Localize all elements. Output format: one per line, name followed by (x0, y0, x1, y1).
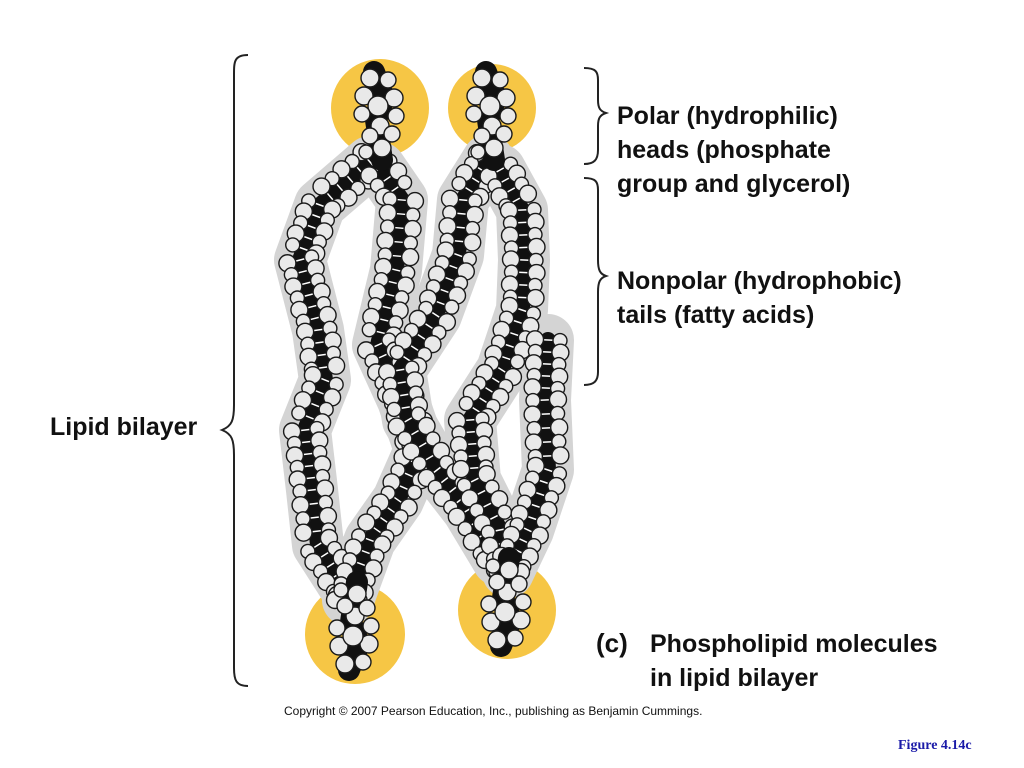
lipid-bilayer-text: Lipid bilayer (50, 413, 198, 441)
caption-line-2: in lipid bilayer (650, 664, 819, 692)
lipid-bilayer-brace (219, 54, 249, 687)
fatty-acid-tail-3 (377, 143, 518, 570)
fatty-acid-tail-4 (447, 156, 546, 580)
nonpolar-tails-line-2: tails (fatty acids) (617, 301, 815, 329)
figure-number: Figure 4.14c (898, 738, 972, 753)
head-atoms-3 (328, 571, 380, 681)
polar-heads-line-3: group and glycerol) (617, 170, 851, 198)
nonpolar-tails-label: Nonpolar (hydrophobic) tails (fatty acid… (617, 264, 902, 332)
caption-line-1: Phospholipid molecules (650, 630, 938, 658)
copyright-notice: Copyright © 2007 Pearson Education, Inc.… (284, 704, 703, 718)
figure-caption: (c) Phospholipid molecules in lipid bilay… (596, 626, 938, 695)
nonpolar-tails-line-1: Nonpolar (hydrophobic) (617, 267, 902, 295)
head-atoms-1 (353, 61, 405, 171)
polar-heads-line-1: Polar (hydrophilic) (617, 102, 838, 130)
fatty-acid-tail-5 (488, 330, 570, 582)
head-atoms-4 (480, 547, 532, 657)
heads-brace (583, 67, 610, 165)
polar-heads-label: Polar (hydrophilic) heads (phosphate gro… (617, 99, 850, 201)
tails-brace (583, 177, 610, 386)
lipid-bilayer-label: Lipid bilayer (50, 410, 197, 444)
polar-heads-line-2: heads (phosphate (617, 136, 831, 164)
head-atoms-2 (465, 61, 517, 171)
caption-panel-tag: (c) (596, 628, 628, 658)
